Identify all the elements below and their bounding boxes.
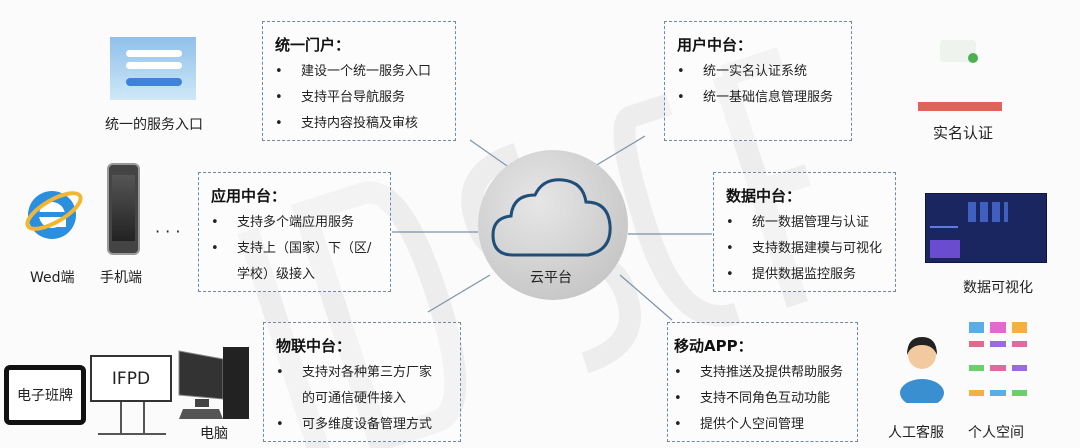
box-title: 统一门户： [275,36,351,54]
cloud-icon [491,178,612,257]
ifpd-board: IFPD [90,355,172,402]
list-item: •支持数据建模与可视化 [726,241,883,256]
list-item: •统一实名认证系统 [677,64,808,79]
data-dashboard-screenshot [925,193,1047,263]
box-unified-portal: 统一门户： •建设一个统一服务入口 •支持平台导航服务 •支持内容投稿及审核 [262,21,456,141]
ellipsis: · · · [155,222,181,241]
web-label: Wed端 [30,270,75,286]
list-item: •可多维度设备管理方式 [276,417,433,432]
list-item: 学校）级接入 [237,267,316,282]
list-item: •建设一个统一服务入口 [275,64,432,79]
class-board-tablet: 电子班牌 [4,365,86,425]
list-item: •提供数据监控服务 [726,267,857,282]
box-title: 数据中台： [726,187,802,205]
pc-label: 电脑 [200,426,228,442]
realname-label: 实名认证 [933,124,994,142]
list-item: •统一基础信息管理服务 [677,90,834,105]
cloud-label: 云平台 [530,270,572,286]
login-screenshot [110,37,196,100]
list-item: •支持上（国家）下（区/ [211,241,372,256]
box-iot-center: 物联中台： •支持对各种第三方厂家 的可通信硬件接入 •可多维度设备管理方式 [263,322,461,442]
desktop-pc-icon [178,347,249,419]
list-item: •支持不同角色互动功能 [674,391,831,406]
dataviz-label: 数据可视化 [963,280,1033,296]
ifpd-stand [143,402,145,434]
agent-label: 人工客服 [888,425,944,441]
list-item: •支持内容投稿及审核 [275,116,419,131]
entry-label: 统一的服务入口 [105,117,203,133]
list-item: •支持多个端应用服务 [211,215,355,230]
box-title: 应用中台： [211,187,287,205]
list-item: •支持推送及提供帮助服务 [674,365,844,380]
list-item: 的可通信硬件接入 [302,391,407,406]
list-item: •支持对各种第三方厂家 [276,365,433,380]
space-label: 个人空间 [968,425,1024,441]
box-app-center: 应用中台： •支持多个端应用服务 •支持上（国家）下（区/ 学校）级接入 [198,172,391,292]
box-data-center: 数据中台： •统一数据管理与认证 •支持数据建模与可视化 •提供数据监控服务 [713,172,896,292]
ie-browser-icon [25,191,83,239]
phone-label: 手机端 [100,270,142,286]
cloud-platform [478,150,628,300]
customer-service-agent-icon [900,337,944,403]
phone-image [107,163,140,255]
list-item: •支持平台导航服务 [275,90,406,105]
ifpd-stand [98,433,166,435]
list-item: •统一数据管理与认证 [726,215,870,230]
box-mobile-app: 移动APP： •支持推送及提供帮助服务 •支持不同角色互动功能 •提供个人空间管… [667,322,858,442]
box-title: 移动APP： [674,337,753,355]
realname-auth-screenshot [918,38,1010,113]
box-title: 用户中台： [677,36,753,54]
ifpd-stand [120,402,122,434]
list-item: •提供个人空间管理 [674,417,805,432]
box-title: 物联中台： [276,337,352,355]
box-user-center: 用户中台： •统一实名认证系统 •统一基础信息管理服务 [664,21,852,141]
personal-space-screenshot [965,318,1031,410]
